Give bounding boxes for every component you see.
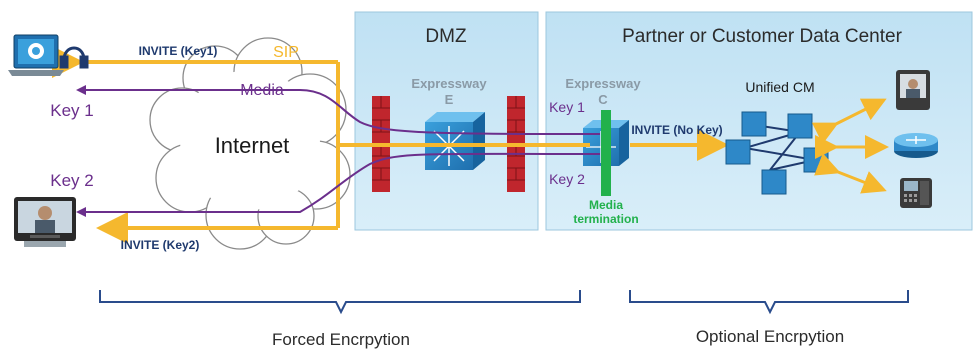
expressway-e-icon <box>425 112 485 170</box>
invite-key2-label: INVITE (Key2) <box>121 238 200 252</box>
optional-encryption-bracket <box>629 290 909 315</box>
media-label: Media <box>240 82 284 99</box>
router-icon <box>894 133 938 158</box>
media-termination-bar <box>601 110 611 196</box>
desk-phone-icon <box>900 178 932 208</box>
dmz-title: DMZ <box>425 26 467 47</box>
left-key2-label: Key 2 <box>50 171 93 190</box>
internet-label: Internet <box>215 133 290 158</box>
unified-cm-label: Unified CM <box>745 79 814 95</box>
c-key1-label: Key 1 <box>549 99 585 115</box>
sip-label: SIP <box>273 44 299 61</box>
headset-icon <box>59 46 89 69</box>
media-arrow-top <box>76 85 86 95</box>
expressway-c-label-1: Expressway <box>565 76 641 91</box>
video-phone-icon <box>896 70 930 110</box>
optional-encryption-label: Optional Encrpytion <box>696 327 844 346</box>
invite-key1-label: INVITE (Key1) <box>139 44 218 58</box>
media-termination-label-2: termination <box>573 212 638 226</box>
forced-encryption-bracket <box>99 290 581 315</box>
expressway-c-label-2: C <box>598 92 608 107</box>
laptop-icon <box>8 34 64 76</box>
video-endpoint-icon <box>14 197 76 247</box>
expressway-e-label-2: E <box>445 92 454 107</box>
expressway-e-label-1: Expressway <box>411 76 487 91</box>
invite-no-key-label: INVITE (No Key) <box>631 123 722 137</box>
c-key2-label: Key 2 <box>549 171 585 187</box>
forced-encryption-label: Forced Encrpytion <box>272 330 410 349</box>
sip-signaling-lines <box>52 46 729 244</box>
endpoint-links <box>811 98 889 194</box>
media-arrow-bottom <box>76 207 86 217</box>
left-key1-label: Key 1 <box>50 101 93 120</box>
media-termination-label-1: Media <box>589 198 623 212</box>
media-lines <box>84 89 600 213</box>
datacenter-title: Partner or Customer Data Center <box>622 26 903 47</box>
